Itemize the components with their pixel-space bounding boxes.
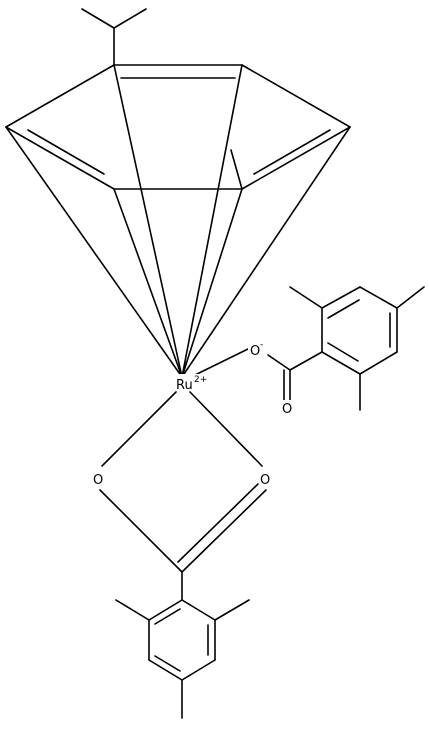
isopropyl-methyl-bond bbox=[81, 8, 115, 29]
aryl-double-bond bbox=[327, 342, 359, 362]
ring-double-bond bbox=[27, 129, 105, 175]
chelate-ligand bbox=[99, 391, 267, 719]
ruthenium-charge: 2+ bbox=[194, 375, 207, 385]
oxygen-symbol: O bbox=[260, 473, 270, 488]
o-c-bond bbox=[267, 354, 291, 371]
methyl-bond bbox=[230, 149, 243, 190]
ring-bond bbox=[5, 64, 115, 128]
chelate-double-bond bbox=[177, 483, 259, 563]
aryl-bond bbox=[148, 599, 183, 621]
oxygen-symbol: O bbox=[93, 473, 103, 488]
ring-double-bond bbox=[253, 129, 331, 175]
arene-ring bbox=[5, 64, 351, 190]
methyl-bond bbox=[214, 599, 250, 621]
coordination-bond bbox=[5, 126, 183, 378]
ring-bond bbox=[241, 64, 351, 128]
chelate-oxygen-left-label: O bbox=[92, 470, 106, 488]
coordination-bond bbox=[181, 188, 243, 378]
eta6-bonds bbox=[5, 64, 351, 378]
methyl-bond bbox=[396, 286, 425, 309]
aryl-bond bbox=[359, 286, 398, 309]
o-c-bond bbox=[99, 489, 183, 573]
carboxylate-ligand bbox=[194, 286, 425, 411]
coordination-bond bbox=[113, 64, 183, 378]
carbonyl-oxygen-label: O bbox=[280, 400, 294, 417]
ruthenium-symbol: Ru bbox=[176, 378, 193, 393]
aryl-bond bbox=[321, 286, 361, 309]
ru-o-bond bbox=[101, 391, 177, 467]
oxygen-symbol: O bbox=[250, 344, 260, 359]
oxygen-charge: - bbox=[260, 340, 263, 350]
isopropyl-methyl-bond bbox=[113, 8, 147, 29]
ru-o-bond bbox=[189, 391, 263, 467]
ru-o-bond bbox=[194, 347, 251, 376]
isopropyl-group bbox=[81, 8, 147, 66]
aryl-bond bbox=[359, 351, 398, 375]
chelate-oxygen-right-label: O bbox=[259, 470, 273, 488]
aryl-double-bond bbox=[327, 299, 360, 319]
ring-bond bbox=[5, 126, 115, 190]
coordination-bond bbox=[181, 64, 243, 378]
ring-bond bbox=[241, 126, 351, 190]
aryl-double-bond bbox=[154, 608, 181, 625]
aryl-bond bbox=[181, 599, 216, 621]
methyl-bond bbox=[289, 286, 323, 309]
c-aryl-bond bbox=[289, 351, 323, 371]
aryl-double-bond bbox=[154, 655, 181, 672]
oxygen-symbol: O bbox=[282, 402, 292, 417]
aryl-bond bbox=[148, 659, 183, 681]
coordination-bond bbox=[113, 188, 183, 378]
aryl-bond bbox=[321, 351, 361, 375]
methyl-bond bbox=[115, 599, 150, 621]
coordination-bond bbox=[181, 126, 351, 378]
aryl-bond bbox=[181, 659, 216, 681]
o-c-bond bbox=[181, 489, 267, 573]
carboxylate-oxygen-label: O - bbox=[248, 340, 264, 359]
ruthenium-label: Ru 2+ bbox=[175, 374, 207, 393]
